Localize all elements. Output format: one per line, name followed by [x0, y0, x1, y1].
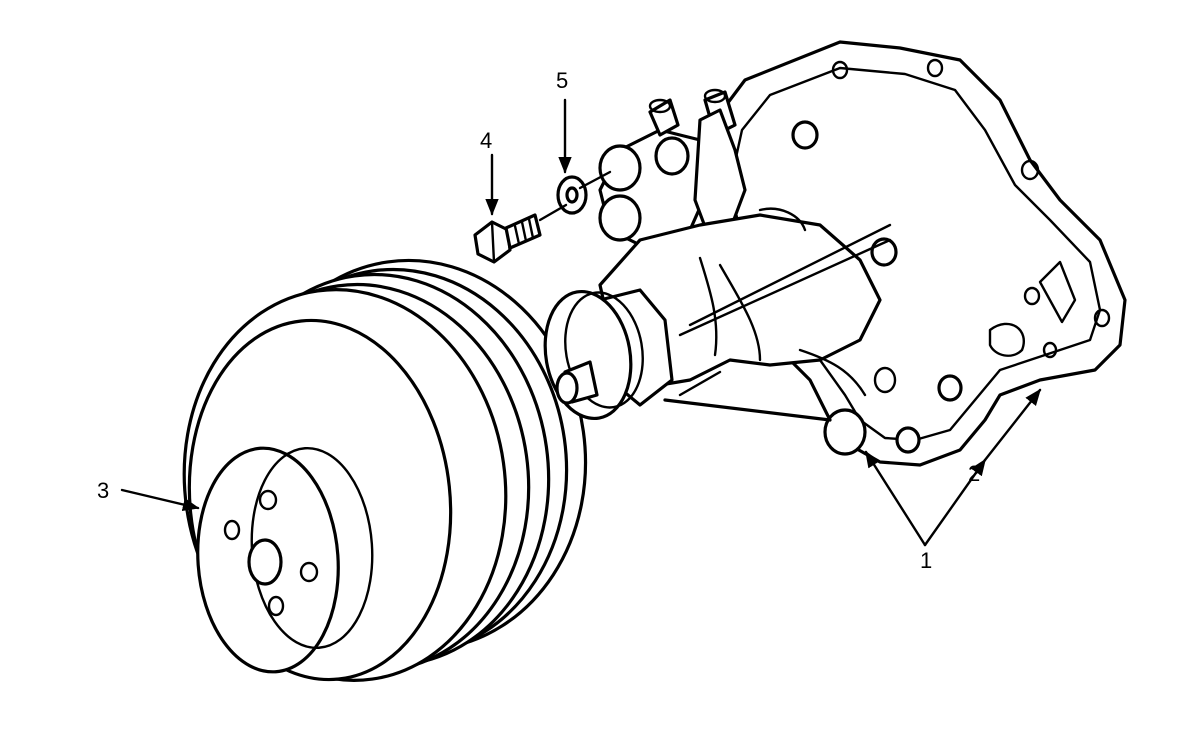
callout-2-label: 2 [968, 461, 981, 486]
alignment-line [538, 203, 568, 222]
water-pump-body-icon [543, 40, 1127, 467]
callout-5-label: 5 [556, 68, 569, 93]
pulley-icon [182, 258, 588, 682]
washer-icon [556, 175, 588, 215]
alignment-line [578, 170, 612, 190]
callout-3-leader [120, 488, 200, 512]
callout-2-leader [983, 388, 1042, 462]
callout-3-label: 3 [97, 478, 110, 503]
callout-1-leader [923, 458, 987, 547]
callout-4-label: 4 [480, 128, 493, 153]
callout-1-leader [864, 450, 927, 547]
bolt-icon [473, 213, 542, 264]
callout-1-label: 1 [920, 548, 933, 573]
